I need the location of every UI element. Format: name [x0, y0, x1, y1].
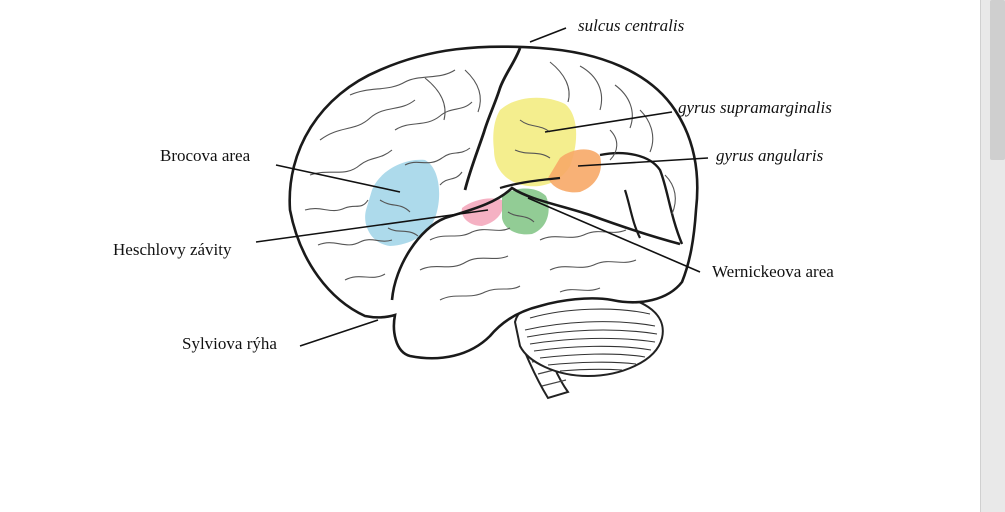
- leader-sylviova-ryha: [300, 320, 378, 346]
- label-gyrus-angularis: gyrus angularis: [716, 146, 823, 166]
- label-gyrus-supramarginalis: gyrus supramarginalis: [678, 98, 832, 118]
- label-sulcus-centralis: sulcus centralis: [578, 16, 684, 36]
- leader-sulcus-centralis: [530, 28, 566, 42]
- scrollbar-thumb[interactable]: [990, 0, 1005, 160]
- label-sylviova-ryha: Sylviova rýha: [182, 334, 277, 354]
- label-heschlovy-zavity: Heschlovy závity: [113, 240, 232, 260]
- label-wernickeova-area: Wernickeova area: [712, 262, 834, 282]
- label-brocova-area: Brocova area: [160, 146, 250, 166]
